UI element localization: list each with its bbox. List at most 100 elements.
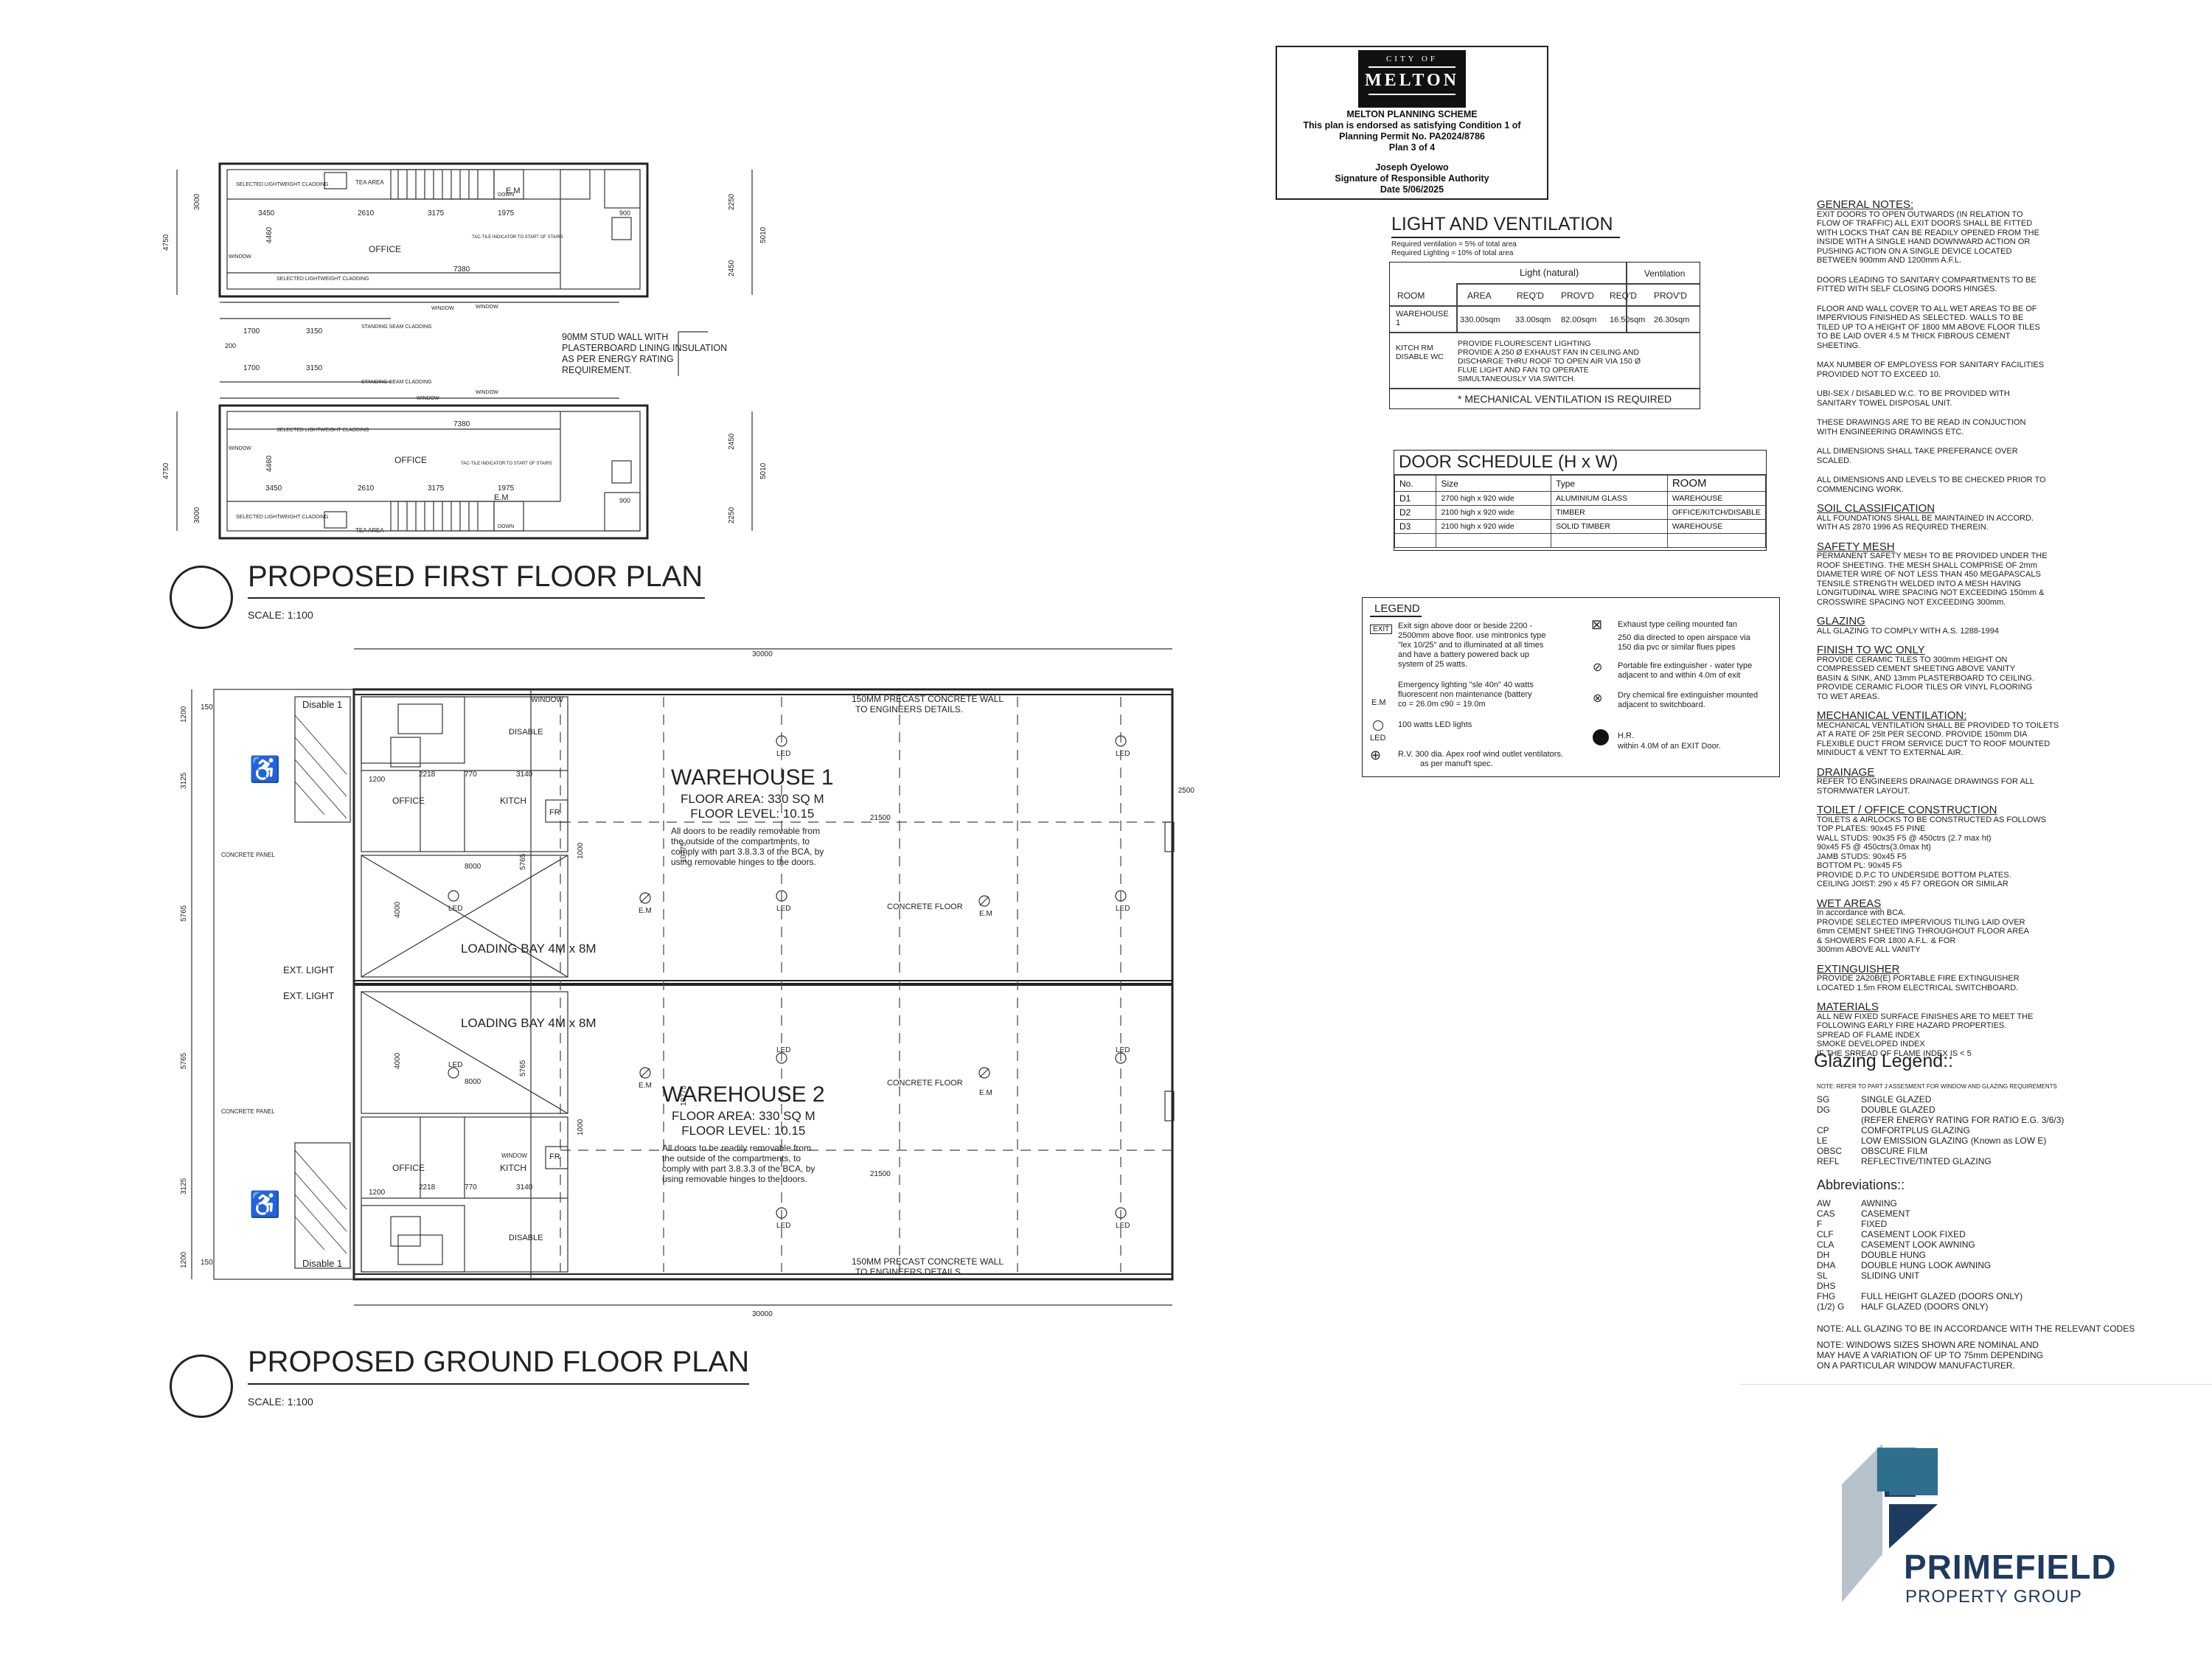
ff-dim-1700: 1700	[243, 327, 260, 335]
gf-window-top: WINDOW	[531, 696, 563, 704]
gf-dim-5765-4: 5765	[519, 1060, 527, 1077]
abbr-meaning: OBSCURE FILM	[1861, 1146, 1928, 1156]
ff-dim-4750-b: 4750	[162, 462, 170, 479]
gf-concrete-panel-1: CONCRETE PANEL	[221, 852, 275, 858]
abbr-code: AW	[1817, 1198, 1831, 1208]
abbr-code	[1817, 1115, 1861, 1125]
note-section: ALL DIMENSIONS AND LEVELS TO BE CHECKED …	[1817, 476, 2059, 494]
abbr-code: (1/2) G	[1817, 1301, 1845, 1312]
gf-led-5: LED	[448, 905, 462, 913]
abbr-code: CLF	[1817, 1229, 1834, 1239]
ff-dim-4750: 4750	[162, 234, 170, 251]
ff-tactile-2: TAC-TILE INDICATOR TO START OF STAIRS	[461, 462, 552, 466]
office-block-1	[361, 696, 568, 852]
ff-dim-3175: 3175	[428, 209, 445, 218]
ff-cladding-3: SELECTED LIGHTWEIGHT CLADDING	[276, 428, 369, 433]
lv-req-vent: Required ventilation = 5% of total area	[1391, 240, 1517, 248]
ff-dim-3000-b: 3000	[193, 507, 201, 524]
note-heading: EXTINGUISHER	[1817, 962, 1900, 975]
ff-dim-4460: 4460	[265, 226, 274, 243]
gf-dim-2218-2: 2218	[419, 1183, 436, 1192]
note-line: PROVIDED NOT TO EXCEED 10.	[1817, 369, 1941, 379]
abbr-code: DH	[1817, 1250, 1830, 1260]
abbr-meaning: SINGLE GLAZED	[1861, 1094, 1932, 1105]
warehouse-1-block: WAREHOUSE 1 FLOOR AREA: 330 SQ M FLOOR L…	[671, 765, 834, 867]
gf-disable1-bottom: Disable 1	[302, 1258, 342, 1269]
roof-ventilator-icon: ⊕	[1370, 748, 1382, 762]
note-line: FLEXIBLE DUCT FROM SERVICE DUCT TO ROOF …	[1817, 739, 2051, 748]
gf-dim-10775-1: 10775	[680, 842, 688, 863]
note-line: CROSSWIRE SPACING NOT EXCEEDING 300mm.	[1817, 597, 2006, 607]
gf-dim-1000-2: 1000	[577, 1119, 585, 1135]
note-line: SPREAD OF FLAME INDEX	[1817, 1030, 1920, 1040]
abbr-code: SL	[1817, 1270, 1828, 1281]
note-line: ALL DIMENSIONS SHALL TAKE PREFERANCE OVE…	[1817, 447, 2018, 456]
gf-em-3: E.M	[639, 1082, 652, 1090]
office-block-2	[361, 1116, 568, 1273]
ff-window-2: WINDOW	[431, 306, 454, 311]
note-line: PERMANENT SAFETY MESH TO BE PROVIDED UND…	[1817, 552, 2048, 560]
ff-tactile-1: TAC-TILE INDICATOR TO START OF STAIRS	[472, 235, 563, 240]
loading-bay-1	[361, 855, 568, 978]
gf-dim-8000-2: 8000	[465, 1078, 481, 1086]
abbr-meaning: CASEMENT LOOK AWNING	[1861, 1239, 1975, 1250]
note-section: DOORS LEADING TO SANITARY COMPARTMENTS T…	[1817, 276, 2059, 294]
note-line: THESE DRAWINGS ARE TO BE READ IN CONJUCT…	[1817, 418, 2026, 427]
gf-dim-1200-2: 1200	[180, 1251, 188, 1268]
note-heading: SOIL CLASSIFICATION	[1817, 502, 1935, 515]
note-line: ROOF SHEETING. THE MESH SHALL COMPRISE O…	[1817, 560, 2037, 570]
ff-cladding-4: SELECTED LIGHTWEIGHT CLADDING	[236, 515, 329, 520]
gf-kitch-1: KITCH	[500, 796, 526, 806]
stamp-city-of: CITY OF	[1385, 55, 1439, 63]
note-section: ALL DIMENSIONS SHALL TAKE PREFERANCE OVE…	[1817, 447, 2059, 465]
note-line: REFER TO ENGINEERS DRAINAGE DRAWINGS FOR…	[1817, 777, 2035, 786]
ff-em-1: E.M	[506, 187, 521, 195]
note-line: LONGITUDINAL WIRE SPACING NOT EXCEEDING …	[1817, 588, 2045, 597]
abbr-meaning: DOUBLE HUNG	[1861, 1250, 1927, 1260]
note-line: MAX NUMBER OF EMPLOYESS FOR SANITARY FAC…	[1817, 361, 2045, 369]
note-line: JAMB STUDS: 90x45 F5	[1817, 852, 1907, 861]
gf-kitch-2: KITCH	[500, 1163, 526, 1173]
gf-window-mid: WINDOW	[501, 1152, 528, 1159]
led-light-icon	[1373, 720, 1383, 731]
led-markers	[448, 735, 1127, 1219]
notes-divider	[1740, 1384, 2212, 1385]
note-line: COMPRESSED CEMENT SHEETING ABOVE VANITY	[1817, 664, 2016, 673]
note-line: BETWEEN 900mm AND 1200mm A.F.L.	[1817, 256, 1962, 265]
ff-dim-2610: 2610	[358, 209, 375, 218]
list-item: DH DOUBLE HUNG	[1817, 1250, 2023, 1260]
gf-title-circle	[170, 1354, 233, 1418]
note-line: LOCATED 1.5m FROM ELECTRICAL SWITCHBOARD…	[1817, 983, 2019, 992]
note-line: SHEETING.	[1817, 341, 1861, 350]
note-line: STORMWATER LAYOUT.	[1817, 786, 1910, 796]
glazing-note-codes: NOTE: ALL GLAZING TO BE IN ACCORDANCE WI…	[1817, 1324, 2135, 1334]
ff-scale: SCALE: 1:100	[248, 609, 313, 621]
gf-title-underline	[248, 1383, 749, 1385]
ff-title: PROPOSED FIRST FLOOR PLAN	[248, 560, 703, 593]
ff-dim-2450-b: 2450	[728, 433, 736, 450]
abbr-code: CLA	[1817, 1239, 1834, 1250]
brand-name: PRIMEFIELD	[1904, 1548, 2117, 1586]
table-row: D2 2100 high x 920 wide TIMBER OFFICE/KI…	[1394, 505, 1767, 520]
water-extinguisher-icon: ⊘	[1593, 661, 1603, 674]
note-section: MECHANICAL VENTILATION:MECHANICAL VENTIL…	[1817, 710, 2059, 758]
ff-dim-5010-b: 5010	[759, 462, 768, 479]
ff-seam-2: STANDING SEAM CLADDING	[361, 380, 432, 385]
note-line: TO BE LAID OVER 4.5 M THICK FIBROUS CEME…	[1817, 332, 2011, 341]
abbr-meaning: LOW EMISSION GLAZING (Known as LOW E)	[1861, 1135, 2047, 1146]
note-line: & SHOWERS FOR 1800 A.F.L. & FOR	[1817, 936, 1956, 945]
stamp-date: Date 5/06/2025	[1380, 184, 1444, 195]
warehouse-2-name: WAREHOUSE 2	[662, 1082, 825, 1107]
ff-dim-2250: 2250	[728, 193, 736, 210]
lv-mech: * MECHANICAL VENTILATION IS REQUIRED	[1458, 393, 1672, 405]
legend: LEGEND EXIT Exit sign above door or besi…	[1362, 597, 1780, 777]
legend-title: LEGEND	[1374, 602, 1420, 615]
